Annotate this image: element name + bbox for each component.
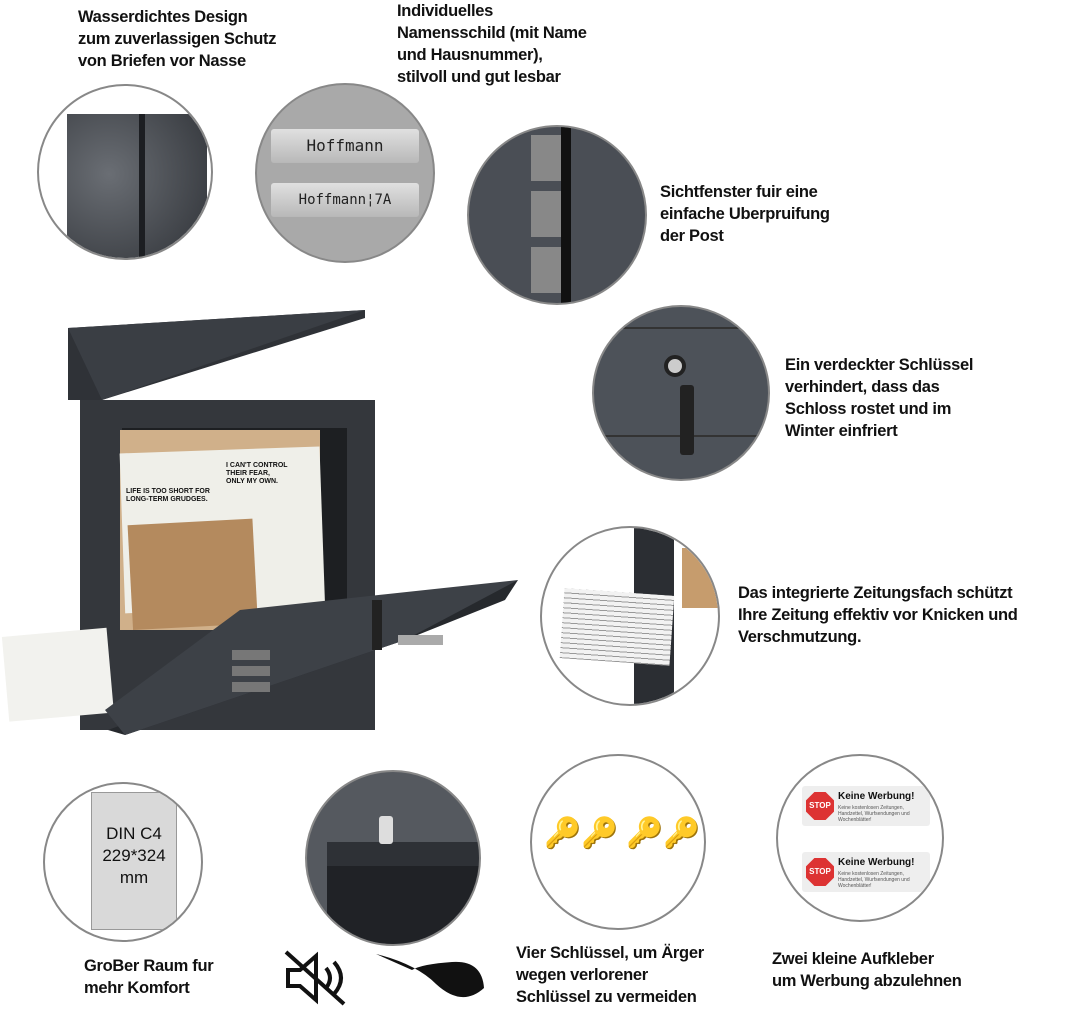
feature-stickers-text: Zwei kleine Aufkleber um Werbung abzuleh… bbox=[772, 950, 962, 990]
feature-nameplate-text: Individuelles Namensschild (mit Name und… bbox=[397, 2, 587, 86]
stop-sign-icon: STOP bbox=[806, 792, 834, 820]
mailbox-product-image bbox=[1, 310, 518, 735]
silent-icon bbox=[284, 950, 346, 1006]
newspaper-headline-1: LIFE IS TOO SHORT FOR LONG-TERM GRUDGES. bbox=[126, 488, 210, 503]
sticker-subtext: Keine kostenlosen Zeitungen, Handzettel,… bbox=[838, 871, 910, 889]
stickers-image: STOP Keine Werbung! Keine kostenlosen Ze… bbox=[776, 754, 944, 922]
feature-space-text: GroBer Raum fur mehr Komfort bbox=[84, 957, 214, 997]
nameplate-2: Hoffmann¦7A bbox=[271, 183, 419, 217]
nameplate-detail-image: Hoffmann Hoffmann¦7A bbox=[255, 83, 435, 263]
feature-waterproof-text: Wasserdichtes Design zum zuverlassigen S… bbox=[78, 8, 277, 70]
newspaper-compartment-detail-image bbox=[540, 526, 720, 706]
newspaper-headline-2: I CAN'T CONTROL THEIR FEAR, ONLY MY OWN. bbox=[226, 462, 288, 485]
keys-icon: 🔑🔑 bbox=[626, 817, 698, 850]
no-ads-sticker: STOP Keine Werbung! Keine kostenlosen Ze… bbox=[802, 786, 930, 826]
feature-keys-text: Vier Schlüssel, um Ärger wegen verlorene… bbox=[516, 944, 704, 1006]
mounting-detail-image bbox=[305, 770, 481, 946]
feather-lightweight-icon bbox=[376, 954, 484, 998]
din-unit: mm bbox=[119, 868, 149, 887]
feature-window-text: Sichtfenster fuir eine einfache Uberprui… bbox=[660, 183, 830, 245]
key-icon bbox=[664, 355, 686, 377]
sticker-subtext: Keine kostenlosen Zeitungen, Handzettel,… bbox=[838, 805, 910, 823]
four-keys-image: 🔑🔑 🔑🔑 bbox=[530, 754, 706, 930]
din-size: 229*324 bbox=[102, 846, 166, 865]
no-ads-sticker: STOP Keine Werbung! Keine kostenlosen Ze… bbox=[802, 852, 930, 892]
sticker-heading: Keine Werbung! bbox=[838, 791, 915, 802]
din-label: DIN C4 bbox=[106, 824, 162, 843]
din-c4-envelope-image: DIN C4 229*324 mm bbox=[43, 782, 203, 942]
keys-icon: 🔑🔑 bbox=[544, 817, 616, 850]
sticker-heading: Keine Werbung! bbox=[838, 857, 915, 868]
nameplate-1: Hoffmann bbox=[271, 129, 419, 163]
feature-lock-text: Ein verdeckter Schlüssel verhindert, das… bbox=[785, 356, 974, 440]
viewing-window-detail-image bbox=[467, 125, 647, 305]
stop-sign-icon: STOP bbox=[806, 858, 834, 886]
waterproof-detail-image bbox=[37, 84, 213, 260]
feature-newspaper-text: Das integrierte Zeitungsfach schützt Ihr… bbox=[738, 584, 1018, 646]
lock-detail-image bbox=[592, 305, 770, 481]
